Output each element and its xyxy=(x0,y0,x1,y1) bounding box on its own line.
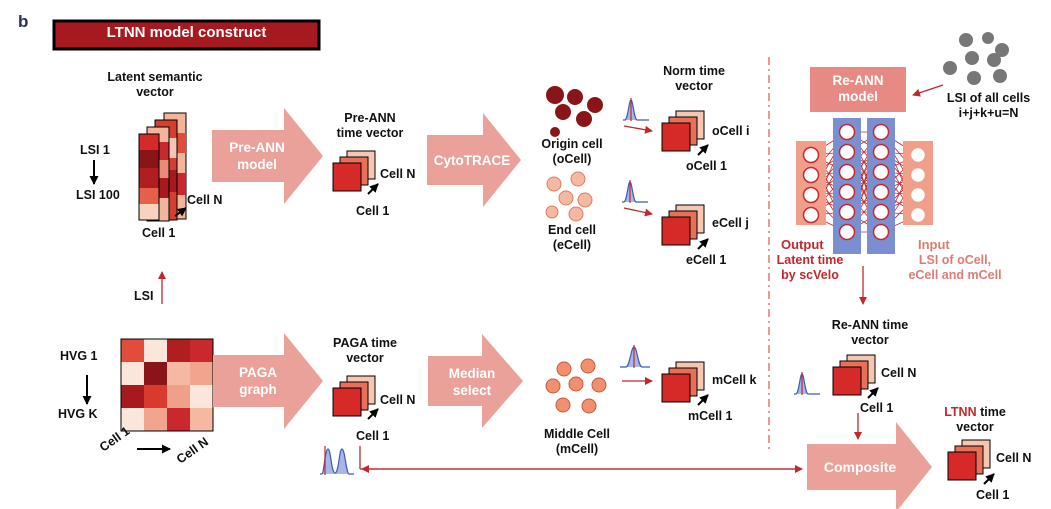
nn-node xyxy=(909,166,927,184)
nn-node xyxy=(838,123,856,141)
output-label: Output xyxy=(781,237,824,252)
nn-node xyxy=(838,143,856,161)
lsi-top-label: LSI 1 xyxy=(80,143,110,157)
middle-cell-dots xyxy=(545,358,607,414)
latent-cell-n-label: Cell N xyxy=(187,193,223,207)
median-arrow xyxy=(428,334,523,428)
input-desc-label: LSI of oCell,eCell and mCell xyxy=(908,253,1002,282)
pre-ann-arrow xyxy=(212,108,323,204)
composite-arrow xyxy=(807,422,932,509)
re-ann-cell-1: Cell 1 xyxy=(860,401,894,415)
nn-node xyxy=(909,186,927,204)
lsi-bottom-label: LSI 100 xyxy=(76,188,120,202)
latent-cell-1-label: Cell 1 xyxy=(142,226,176,240)
mcell-vector-stack xyxy=(661,361,705,403)
end-cell-dots xyxy=(545,171,593,222)
ecell-vector-stack xyxy=(661,204,705,246)
ltnn-vector-stack xyxy=(947,439,991,481)
hvg-bottom-label: HVG K xyxy=(58,407,98,421)
pre-ann-cell-1: Cell 1 xyxy=(356,204,390,218)
nn-node xyxy=(838,203,856,221)
cytotrace-arrow-label: CytoTRACE xyxy=(433,153,511,168)
hvg-heatmap xyxy=(120,338,214,432)
ecell-j-label: eCell j xyxy=(712,216,749,230)
pre-ann-vector-stack xyxy=(332,150,376,192)
nn-node xyxy=(872,203,890,221)
nn-node xyxy=(802,186,820,204)
paga-cell-n: Cell N xyxy=(380,393,416,407)
re-ann-model-box xyxy=(810,67,906,112)
paga-arrow xyxy=(213,333,323,429)
all-cells-dots xyxy=(943,32,1009,85)
nn-node xyxy=(838,163,856,181)
nn-node xyxy=(872,223,890,241)
origin-cell-label: Origin cell(oCell) xyxy=(541,137,603,166)
cytotrace-arrow xyxy=(427,113,521,207)
lsi-label: LSI xyxy=(134,289,154,303)
panel-letter: b xyxy=(18,12,29,31)
origin-distribution-icon xyxy=(622,97,650,122)
nn-node xyxy=(872,163,890,181)
end-distribution-icon xyxy=(621,179,649,204)
nn-node xyxy=(909,146,927,164)
re-ann-cell-n: Cell N xyxy=(881,366,917,380)
nn-node xyxy=(872,143,890,161)
nn-node xyxy=(872,123,890,141)
mcell-k-label: mCell k xyxy=(712,373,757,387)
title-box xyxy=(52,19,321,51)
ecell-1-label: eCell 1 xyxy=(686,253,727,267)
ocell-i-label: oCell i xyxy=(712,124,750,138)
pre-ann-cell-n: Cell N xyxy=(380,167,416,181)
hvg-top-label: HVG 1 xyxy=(60,349,98,363)
re-ann-vector-stack xyxy=(832,354,876,396)
input-label: Input xyxy=(918,237,950,252)
latent-semantic-matrix xyxy=(138,112,187,222)
nn-node xyxy=(802,166,820,184)
mcell-1-label: mCell 1 xyxy=(688,409,733,423)
diagram-title: LTNN model construct xyxy=(106,24,267,41)
nn-node xyxy=(909,206,927,224)
middle-cell-label: Middle Cell(mCell) xyxy=(544,427,610,456)
nn-node xyxy=(872,183,890,201)
nn-node xyxy=(802,206,820,224)
ltnn-cell-1: Cell 1 xyxy=(976,488,1010,502)
ltnn-cell-n: Cell N xyxy=(996,451,1032,465)
origin-cell-dots xyxy=(546,86,603,137)
composite-arrow-label: Composite xyxy=(823,459,897,475)
nn-node xyxy=(802,146,820,164)
re-ann-distribution-icon xyxy=(793,371,821,396)
paga-distribution-icon xyxy=(320,446,354,475)
neural-network xyxy=(796,118,933,254)
ltnn-vector-title: LTNN time vector xyxy=(944,405,1006,434)
paga-vector-stack xyxy=(332,375,376,417)
ocell-vector-stack xyxy=(661,110,705,152)
ocell-1-label: oCell 1 xyxy=(686,159,727,173)
nn-node xyxy=(838,223,856,241)
paga-cell-1: Cell 1 xyxy=(356,429,390,443)
latent-cell-arrow xyxy=(174,207,187,217)
nn-node xyxy=(838,183,856,201)
middle-distribution-icon xyxy=(620,345,650,368)
end-cell-label: End cell(eCell) xyxy=(548,223,596,252)
